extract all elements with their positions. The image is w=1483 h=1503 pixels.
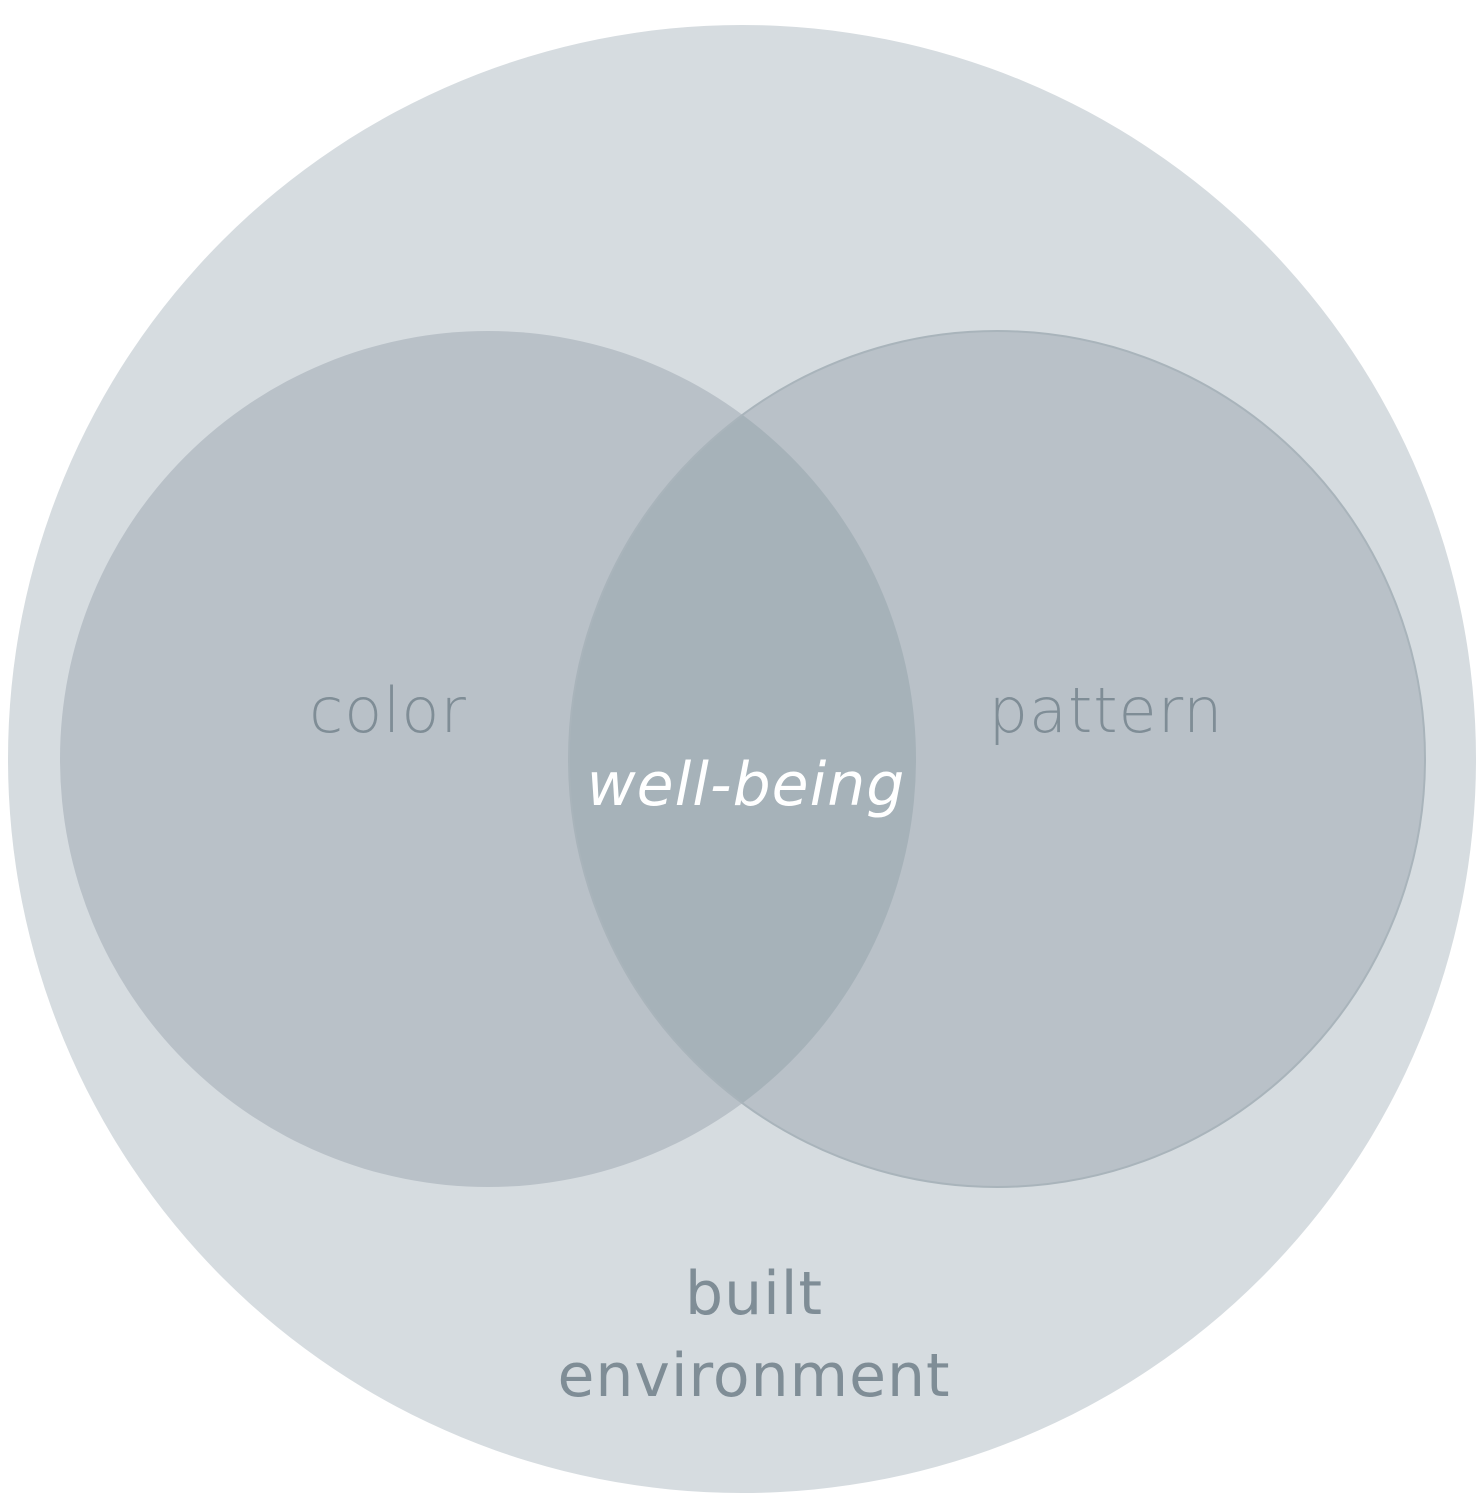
label-built: built bbox=[685, 1259, 823, 1329]
right-circle-outline bbox=[568, 330, 1426, 1188]
intersection-region bbox=[569, 331, 916, 1187]
label-well-being: well-being bbox=[587, 750, 906, 820]
label-pattern: pattern bbox=[989, 674, 1224, 747]
label-environment: environment bbox=[557, 1341, 950, 1411]
label-color: color bbox=[309, 674, 467, 747]
